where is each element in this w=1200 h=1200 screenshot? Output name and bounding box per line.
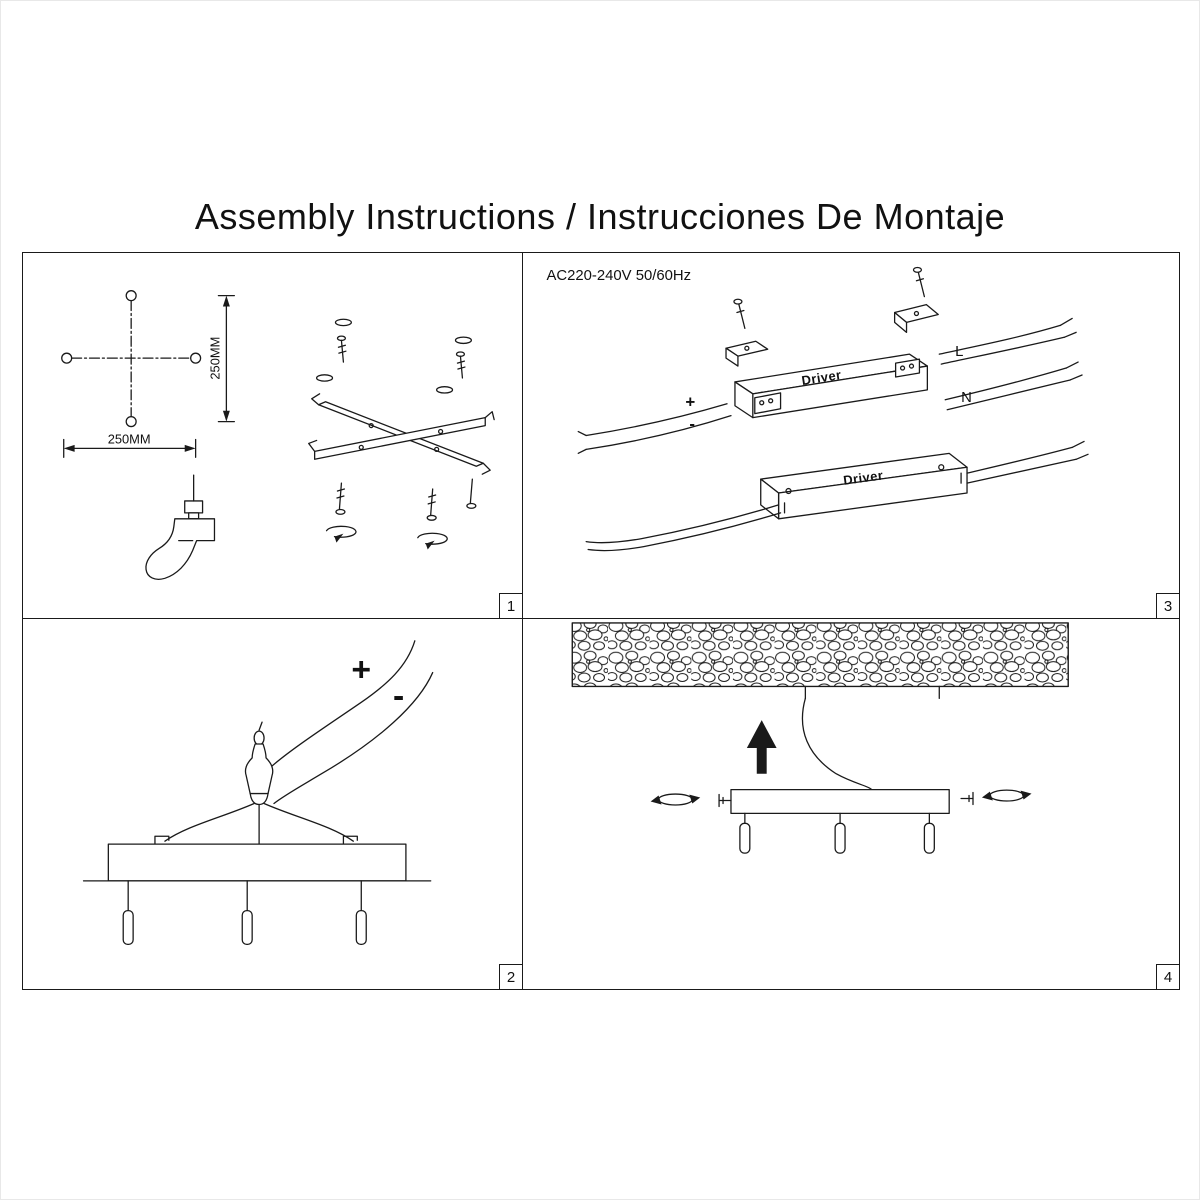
wire-arm	[263, 802, 354, 842]
step-number-badge-2: 2	[499, 964, 522, 989]
canopy-bar	[107, 843, 407, 882]
screw-icon	[960, 791, 974, 806]
cross-bracket-exploded	[308, 318, 495, 550]
ceiling-wire	[801, 697, 873, 791]
drill-icon	[145, 474, 216, 580]
rotate-arrow-icon	[417, 532, 448, 550]
polarity-plus-label: +	[351, 650, 371, 688]
canopy-plate	[730, 788, 950, 815]
pendant-rod	[122, 880, 134, 945]
power-spec-label: AC220-240V 50/60Hz	[547, 268, 692, 284]
driver-end-face	[760, 478, 780, 520]
ceiling-section	[571, 622, 1069, 688]
washer-icon	[454, 336, 472, 345]
drill-template-cross	[61, 290, 202, 428]
washer-icon	[334, 318, 352, 327]
driver-assembled-view: Driver	[585, 440, 1089, 552]
driver-exploded-view: Driver + -	[577, 266, 1083, 454]
supply-wire	[269, 640, 416, 769]
wire-clip	[342, 835, 358, 845]
bracket-slat	[314, 416, 486, 460]
rotate-arrow-icon	[650, 793, 701, 806]
mounting-clip	[725, 340, 769, 367]
driver-label: Driver	[842, 467, 884, 487]
screw-icon	[455, 351, 466, 379]
step1-drawing: 250MM 250MM	[61, 290, 495, 580]
panel-step-1: 250MM 250MM	[23, 253, 523, 619]
dimension-horizontal: 250MM	[63, 431, 197, 458]
driver-end-face	[734, 381, 754, 419]
screw-icon	[426, 488, 437, 521]
panel-step-2: + -	[23, 619, 523, 989]
pendant-rod	[739, 812, 751, 854]
panel-step-4: 4	[523, 619, 1179, 989]
screw-icon	[733, 298, 746, 330]
step2-drawing: + -	[82, 640, 434, 945]
dimension-horizontal-label: 250MM	[108, 431, 151, 446]
wire-clip	[154, 835, 170, 845]
mounting-clip	[893, 303, 939, 333]
screw-icon	[466, 478, 477, 509]
output-wire	[966, 446, 1073, 474]
washer-icon	[315, 374, 334, 382]
supply-wire	[273, 671, 434, 805]
pendant-rod	[355, 880, 367, 945]
step-number-badge-1: 1	[499, 593, 522, 618]
dimension-vertical-label: 250MM	[207, 337, 222, 380]
mains-wire-L	[938, 324, 1061, 355]
rotate-arrow-icon	[325, 525, 357, 543]
mains-wire-N	[944, 367, 1067, 401]
output-wire	[585, 504, 780, 544]
page-title: Assembly Instructions / Instrucciones De…	[194, 196, 1006, 237]
terminal-L-label: L	[955, 344, 963, 360]
step3-drawing: AC220-240V 50/60Hz	[547, 266, 1089, 552]
screw-icon	[335, 482, 346, 515]
input-wire	[585, 415, 732, 451]
driver-label: Driver	[800, 367, 842, 388]
polarity-minus-label: -	[393, 676, 404, 714]
fixture-wiring-view: + -	[82, 640, 434, 945]
lamp-socket	[244, 721, 274, 806]
screw-icon	[912, 266, 926, 298]
panel-step-3: AC220-240V 50/60Hz	[523, 253, 1179, 619]
washer-icon	[435, 386, 454, 394]
wire-arm	[164, 802, 255, 842]
pendant-rod	[923, 812, 935, 854]
screw-icon	[718, 793, 732, 808]
pendant-rod	[241, 880, 253, 945]
ceiling-mount-view	[571, 622, 1069, 854]
instruction-grid: 250MM 250MM	[22, 252, 1180, 990]
polarity-plus-label: +	[685, 393, 695, 412]
dimension-vertical: 250MM	[207, 295, 235, 423]
polarity-minus-label: -	[689, 415, 695, 434]
step-number-badge-3: 3	[1156, 593, 1179, 618]
up-arrow-icon	[746, 720, 777, 774]
screw-icon	[336, 335, 347, 363]
step4-drawing	[571, 622, 1069, 854]
pendant-rod	[834, 812, 846, 854]
step-number-badge-4: 4	[1156, 964, 1179, 989]
input-wire	[585, 403, 728, 437]
terminal-N-label: N	[961, 390, 972, 406]
rotate-arrow-icon	[981, 789, 1032, 802]
